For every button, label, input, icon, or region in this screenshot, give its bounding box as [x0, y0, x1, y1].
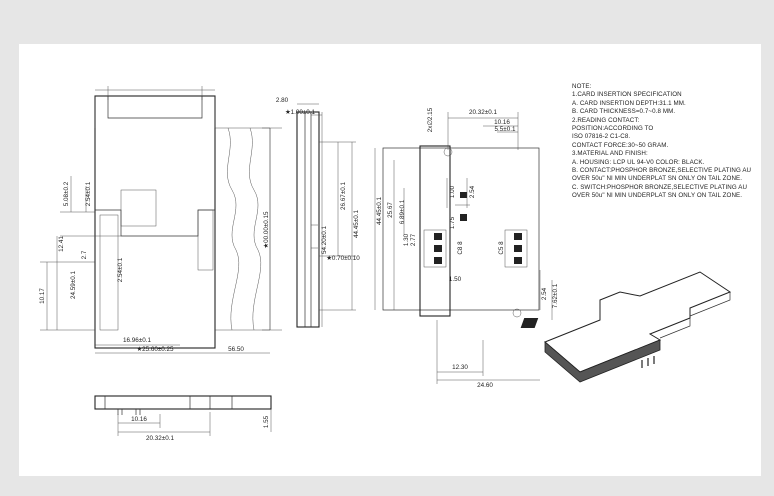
contact-pins-left	[423, 229, 447, 268]
front-dim-bottom-c: 56.50	[228, 346, 244, 353]
note-line: B. CARD THICKNESS=0.7~0.8 MM.	[572, 108, 676, 116]
front-dim-left-a: 12.41	[58, 236, 65, 252]
front-view-inner-left	[99, 214, 119, 331]
front-dim-pitch: 2.54±0.1	[85, 181, 92, 206]
bottom-view-body	[94, 395, 272, 410]
contact-dim-small: 1.50	[449, 276, 462, 283]
front-view-left-dims	[60, 176, 121, 237]
note-line: A. CARD INSERTION DEPTH:31.1 MM.	[572, 99, 686, 107]
front-dim-small-a: 2.7	[81, 250, 88, 259]
contact-dim-top-c: 5.5±0.1	[495, 126, 516, 133]
front-view-notch	[95, 209, 215, 237]
bottom-dim-b: 20.32±0.1	[146, 435, 174, 442]
note-line: 3.MATERIAL AND FINISH:	[572, 150, 648, 158]
contact-dim-top-b: 10.16	[494, 119, 510, 126]
note-line: 2.READING CONTACT:	[572, 116, 640, 124]
notes-heading: NOTE:	[572, 83, 592, 90]
contact-dim-angle: 2x∅2.15	[427, 107, 434, 132]
front-view-card	[215, 127, 271, 331]
front-view: 5.08±0.2 2.54±0.1 12.41 24.59±0.1 10.17 …	[39, 86, 282, 354]
side-view-ticks	[311, 224, 318, 249]
note-line: OVER 50u" NI MIN UNDERPLAT SN ONLY ON TA…	[572, 175, 743, 183]
contact-dim-right-a: 2.54	[541, 287, 548, 300]
contact-dim-bottom-b: 24.60	[477, 382, 493, 389]
side-dim-height-a: 54.20±0.1	[321, 226, 328, 254]
note-line: CONTACT FORCE:30~50 GRAM.	[572, 141, 669, 149]
note-line: 1.CARD INSERTION SPECIFICATION	[572, 91, 682, 99]
contact-view-post	[419, 145, 451, 317]
contact-dim-bottom-a: 12.30	[452, 364, 468, 371]
contact-left-dims	[374, 148, 405, 310]
note-line: ISO 07816-2 C1-C8.	[572, 133, 631, 141]
side-dim-height-b: 26.67±0.1	[340, 182, 347, 210]
side-view: 2.80 ★1.00±0.1 54.20±0.1 26.67±0.1 44.45…	[276, 97, 360, 328]
isometric-contact	[520, 318, 539, 328]
bottom-view: 10.16 20.32±0.1 1.55	[94, 395, 272, 442]
contact-mid-dims	[446, 178, 470, 208]
bottom-dim-c: 1.55	[263, 415, 270, 428]
side-view-top-dims	[297, 103, 322, 116]
contact-dim-c-a: 1.30	[403, 233, 410, 246]
contact-dim-left-b: 25.67	[387, 202, 394, 218]
bottom-view-details	[104, 396, 233, 415]
isometric-view	[520, 271, 732, 383]
drawing-sheet	[19, 44, 761, 476]
side-dim-top-a: 2.80	[276, 97, 289, 104]
contact-dim-left-c: 6.89±0.1	[399, 199, 406, 224]
note-line: B. CONTACT:PHOSPHOR BRONZE,SELECTIVE PLA…	[572, 167, 752, 175]
side-dim-top-b: ★1.00±0.1	[285, 109, 316, 116]
front-view-right-tab	[197, 209, 214, 271]
front-dim-bottom-a: 16.96±0.1	[123, 337, 151, 344]
side-view-body	[296, 111, 320, 328]
bottom-view-dims	[117, 409, 272, 436]
front-dim-small-b: 2.54±0.1	[117, 257, 124, 282]
note-line: A. HOUSING: LCP UL 94-V0 COLOR: BLACK.	[572, 158, 705, 166]
side-dim-small: ★0.70±0.10	[326, 255, 360, 262]
front-dim-top-height: 5.08±0.2	[63, 181, 70, 206]
isometric-pins	[641, 356, 655, 368]
side-view-height-dims	[319, 112, 356, 327]
contact-switch-pad	[460, 214, 467, 221]
isometric-edge	[659, 292, 731, 339]
drawing-notes: NOTE: 1.CARD INSERTION SPECIFICATION A. …	[572, 83, 762, 201]
contact-view-hole-bottom	[512, 308, 522, 318]
note-line: OVER 50u" NI MIN UNDERPLAT SN ONLY ON TA…	[572, 192, 743, 200]
front-view-slot	[94, 96, 216, 128]
contact-view-outline	[382, 147, 540, 311]
contact-dim-c-b: 2.77	[410, 233, 417, 246]
contact-dim-right-b: 7.62±0.1	[552, 283, 559, 308]
note-line: POSITION:ACCORDING TO	[572, 125, 654, 133]
contact-dim-left-a: 44.45±0.1	[376, 197, 383, 225]
contact-pins-right	[504, 229, 528, 268]
note-line: C. SWITCH:PHOSPHOR BRONZE,SELECTIVE PLAT…	[572, 183, 748, 191]
side-dim-height-c: 44.45±0.1	[353, 210, 360, 238]
contact-dim-mid-b: 2.54	[469, 185, 476, 198]
contact-dim-mid-c: 1.75	[449, 216, 456, 229]
front-view-right-dim	[262, 127, 282, 331]
front-dim-left-b: 24.59±0.1	[70, 271, 77, 299]
front-view-switch	[120, 189, 157, 227]
contact-pin-label-b: C5 8	[498, 241, 505, 255]
isometric-side	[544, 339, 661, 383]
front-dim-left-c: 10.17	[39, 288, 46, 304]
contact-top-dims	[447, 112, 519, 150]
front-view-body	[94, 95, 216, 349]
front-dim-right-height: ★00.00±0.15	[263, 211, 270, 249]
bottom-dim-a: 10.16	[131, 416, 147, 423]
contact-view: 2x∅2.15 20.32±0.1 10.16 5.5±0.1 44.45±0.…	[374, 107, 559, 389]
front-dim-bottom-b: ★25.60±0.25	[136, 346, 174, 353]
contact-dim-mid-a: 1.00	[449, 185, 456, 198]
front-view-left-dims-2	[40, 236, 95, 331]
side-view-inner	[304, 112, 312, 327]
contact-switch-pad-2	[460, 192, 467, 198]
contact-right-dims	[539, 270, 553, 320]
front-view-top-dim	[95, 86, 215, 100]
contact-dim-top-a: 20.32±0.1	[469, 109, 497, 116]
contact-bottom-dims	[436, 320, 540, 384]
front-view-bottom-dims	[95, 344, 270, 354]
contact-pin-label-a: C8 8	[457, 241, 464, 255]
